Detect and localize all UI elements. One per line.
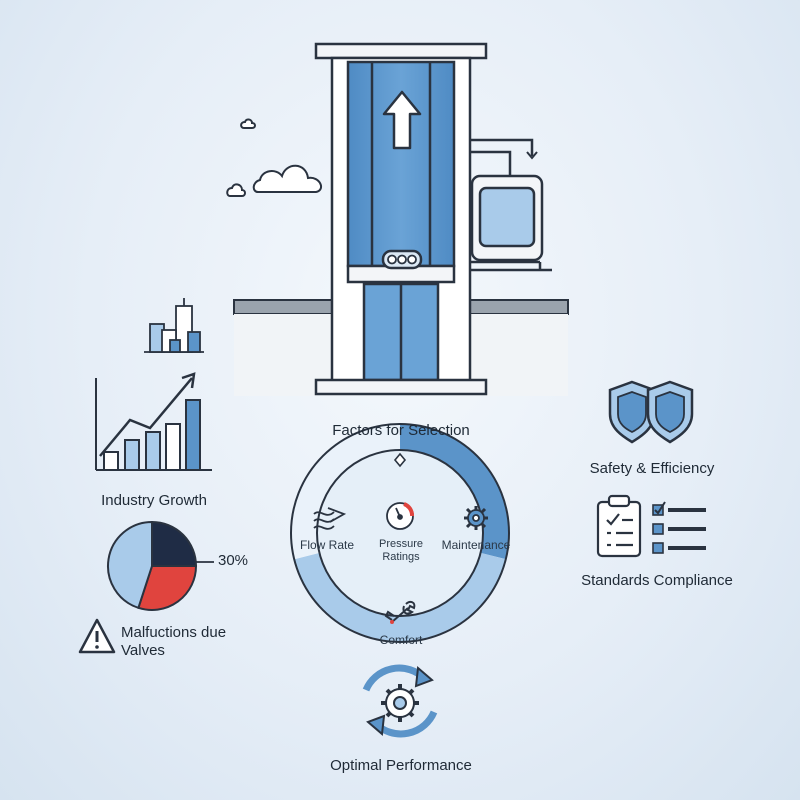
optimal-performance-label: Optimal Performance	[330, 757, 472, 774]
machine-unit-icon	[470, 138, 552, 272]
shield-icon	[608, 380, 694, 444]
checklist-icon	[652, 501, 706, 554]
cycle-gear-icon	[362, 664, 438, 738]
malfunction-percent: 30%	[218, 552, 249, 569]
safety-efficiency-label: Safety & Efficiency	[589, 460, 715, 477]
growth-chart-icon	[95, 372, 212, 471]
cloud-icon	[226, 118, 323, 197]
up-arrow-icon	[382, 90, 422, 150]
wrench-icon	[384, 600, 416, 624]
malfunction-label-line1: Malfuctions due	[121, 624, 227, 641]
control-buttons	[387, 254, 417, 265]
pie-slice-malfunction	[137, 565, 198, 611]
industry-growth-label: Industry Growth	[101, 492, 207, 509]
gear-icon	[464, 506, 488, 530]
selection-title: Factors for Selection	[332, 422, 470, 439]
clipboard-checklist-icon	[596, 494, 642, 558]
gauge-icon	[386, 502, 414, 530]
malfunction-label-line2: Valves	[121, 642, 165, 659]
factor-comfort-label: Comfort	[379, 633, 423, 647]
standards-compliance-label: Standards Compliance	[581, 572, 733, 589]
warning-icon	[78, 618, 116, 654]
pie-slice-dark	[151, 520, 198, 567]
malfunction-pie-chart	[107, 520, 198, 611]
selection-ring	[290, 423, 510, 643]
factor-flow-label: Flow Rate	[299, 538, 355, 552]
factor-maintenance-label: Maintenance	[441, 538, 511, 552]
factor-pressure-label: Pressure Ratings	[378, 538, 424, 563]
city-buildings-icon	[144, 298, 204, 353]
pie-slice-other	[107, 520, 153, 610]
flow-icon	[313, 507, 347, 530]
